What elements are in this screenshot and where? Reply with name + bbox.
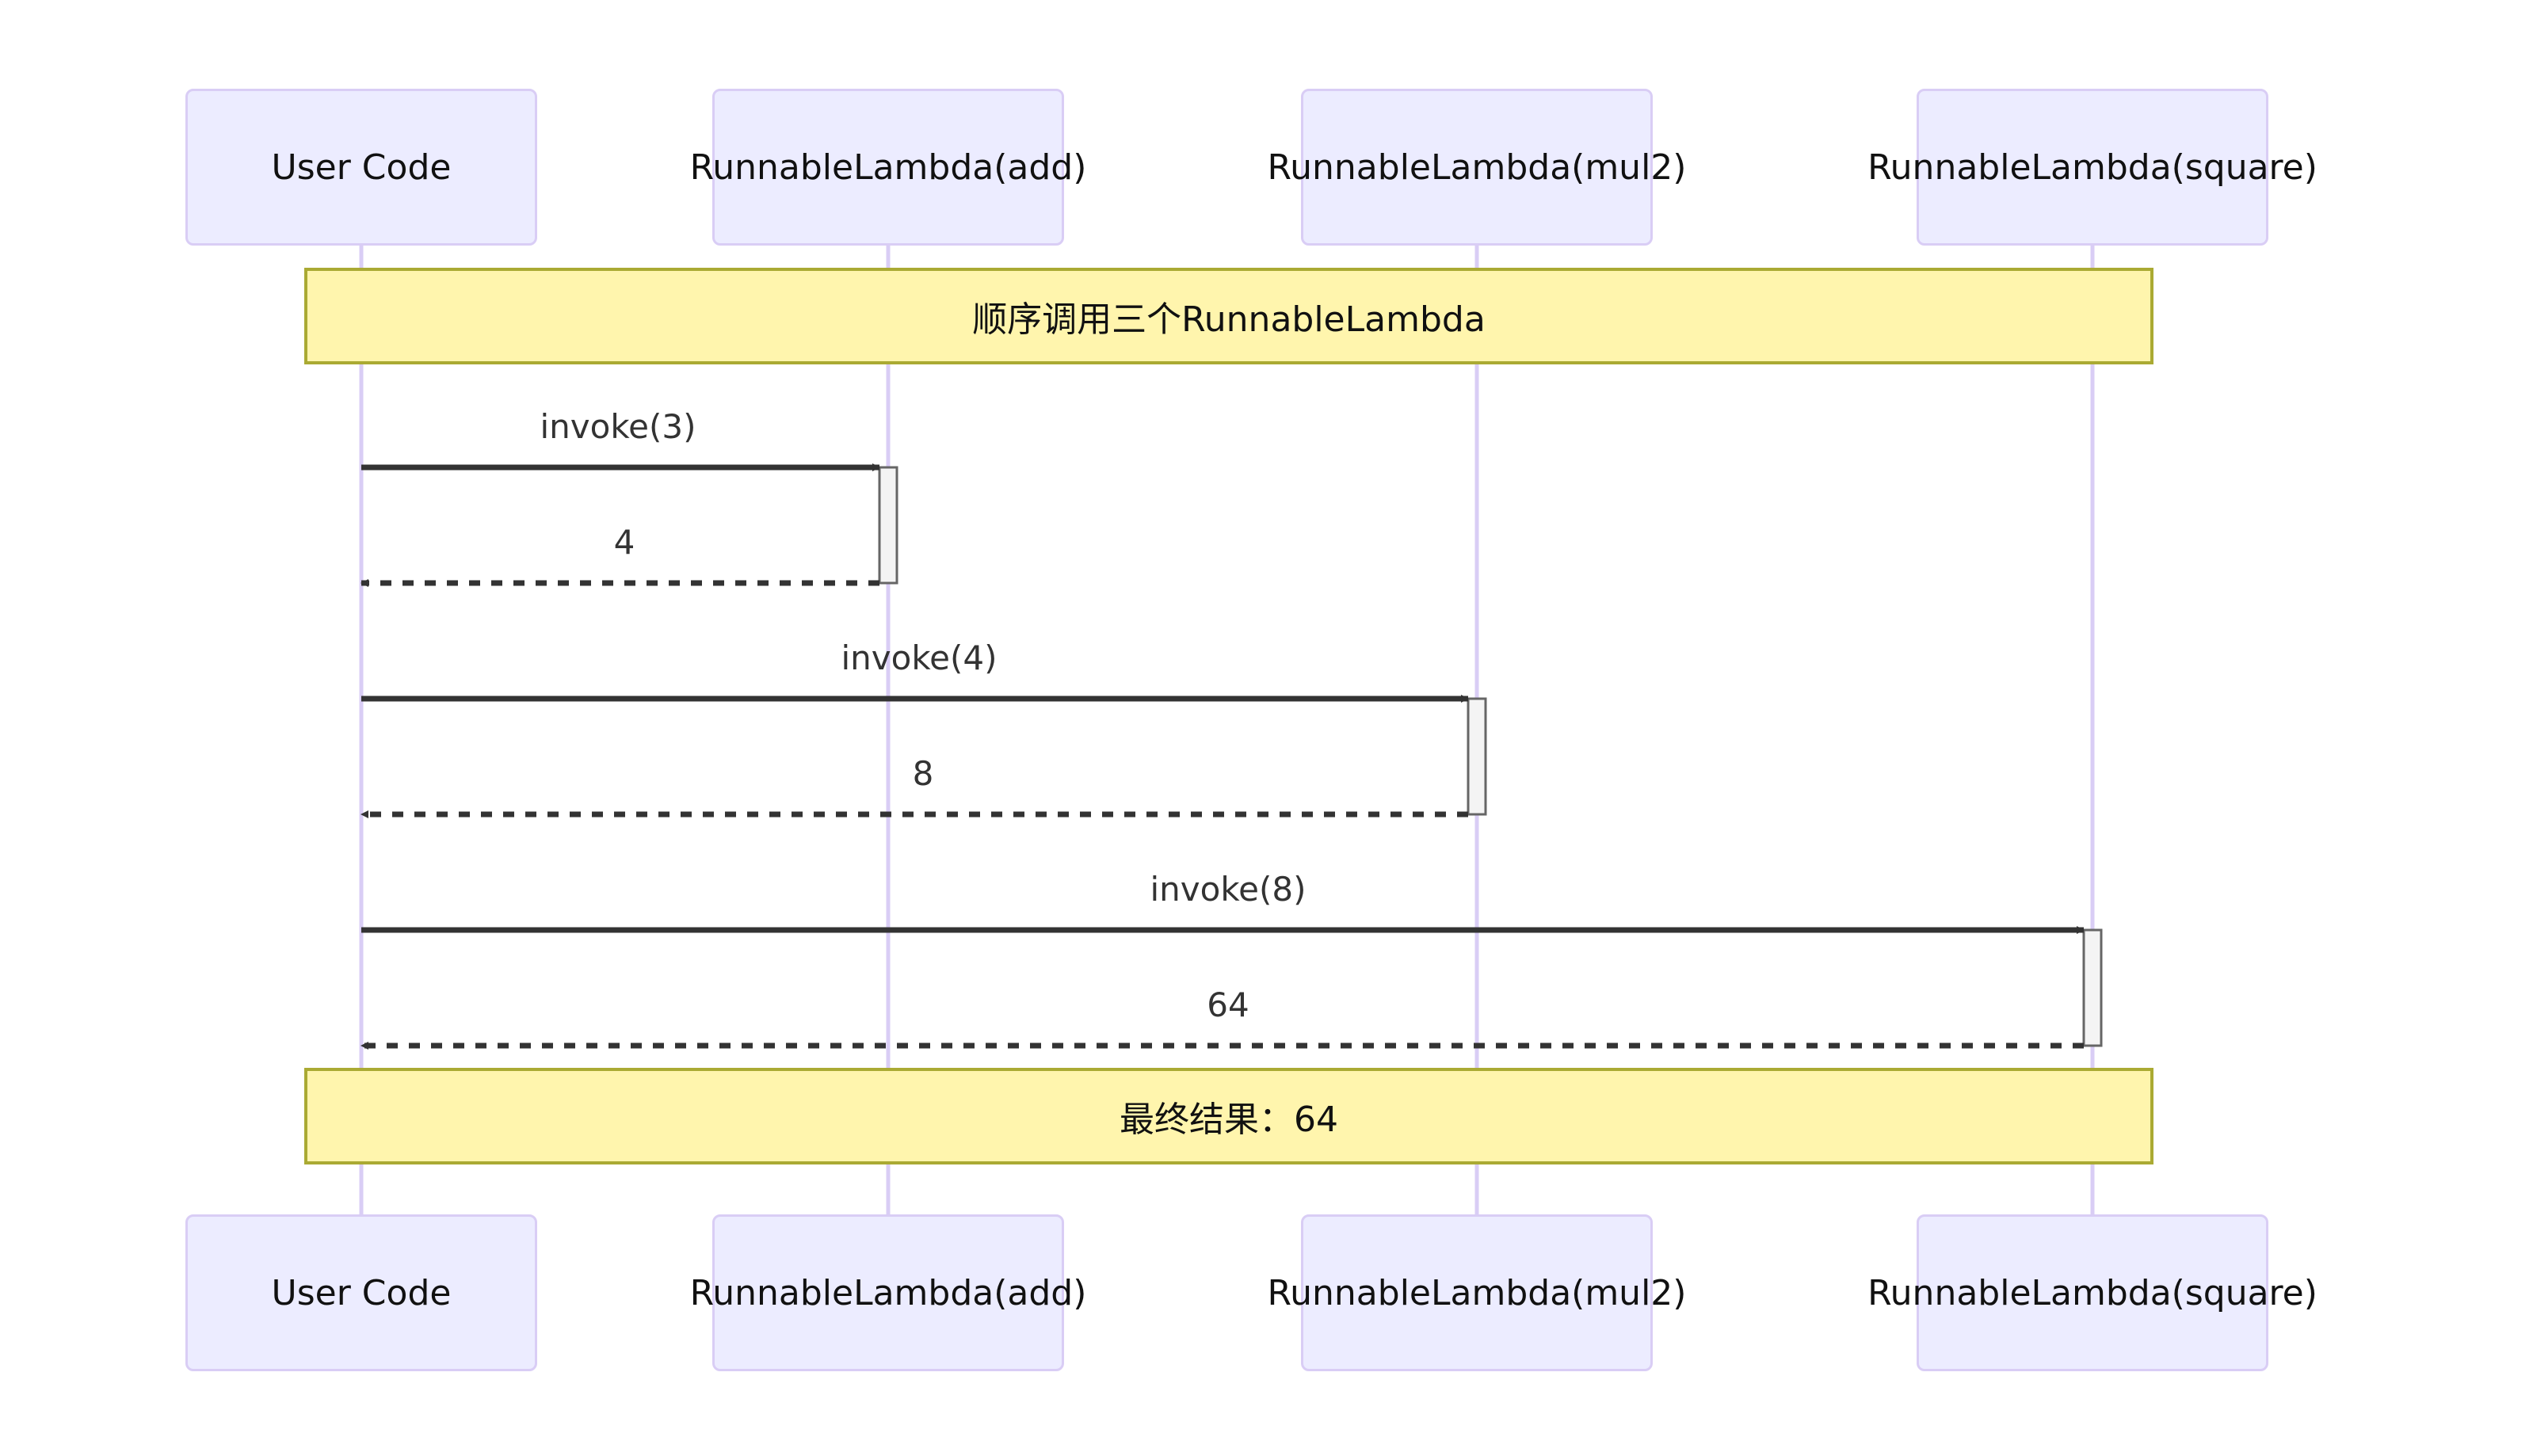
message-label-4: 8 bbox=[912, 754, 934, 793]
participant-label: RunnableLambda(add) bbox=[689, 1272, 1087, 1313]
participant-label: RunnableLambda(add) bbox=[689, 147, 1087, 188]
participant-label: RunnableLambda(square) bbox=[1867, 147, 2317, 188]
participant-label: User Code bbox=[271, 1272, 452, 1313]
note-text: 顺序调用三个RunnableLambda bbox=[972, 299, 1486, 340]
participant-top-add[interactable]: RunnableLambda(add) bbox=[690, 89, 1086, 246]
message-label-6: 64 bbox=[1207, 985, 1249, 1024]
participant-label: User Code bbox=[271, 147, 452, 188]
activation-bar-square bbox=[2082, 928, 2103, 1047]
message-label-2: 4 bbox=[613, 523, 635, 562]
participant-top-square[interactable]: RunnableLambda(square) bbox=[1867, 89, 2317, 246]
message-label-1: invoke(3) bbox=[540, 407, 696, 446]
participant-label: RunnableLambda(square) bbox=[1867, 1272, 2317, 1313]
message-label-3: invoke(4) bbox=[841, 638, 998, 677]
activations-group bbox=[878, 466, 2103, 1047]
note-bottom: 最终结果：64 bbox=[304, 1068, 2153, 1164]
participant-bottom-add[interactable]: RunnableLambda(add) bbox=[690, 1214, 1086, 1371]
participant-bottom-user[interactable]: User Code bbox=[185, 1214, 537, 1371]
note-top: 顺序调用三个RunnableLambda bbox=[304, 268, 2153, 364]
message-label-5: invoke(8) bbox=[1150, 870, 1307, 909]
participant-label: RunnableLambda(mul2) bbox=[1267, 1272, 1687, 1313]
note-text: 最终结果：64 bbox=[1120, 1100, 1338, 1140]
activation-bar-add bbox=[878, 466, 898, 585]
activation-bar-mul2 bbox=[1467, 697, 1487, 816]
messages-group bbox=[360, 463, 2085, 1050]
participant-bottom-square[interactable]: RunnableLambda(square) bbox=[1867, 1214, 2317, 1371]
participant-top-mul2[interactable]: RunnableLambda(mul2) bbox=[1268, 89, 1686, 246]
participant-label: RunnableLambda(mul2) bbox=[1267, 147, 1687, 188]
participant-bottom-mul2[interactable]: RunnableLambda(mul2) bbox=[1268, 1214, 1686, 1371]
participant-top-user[interactable]: User Code bbox=[185, 89, 537, 246]
